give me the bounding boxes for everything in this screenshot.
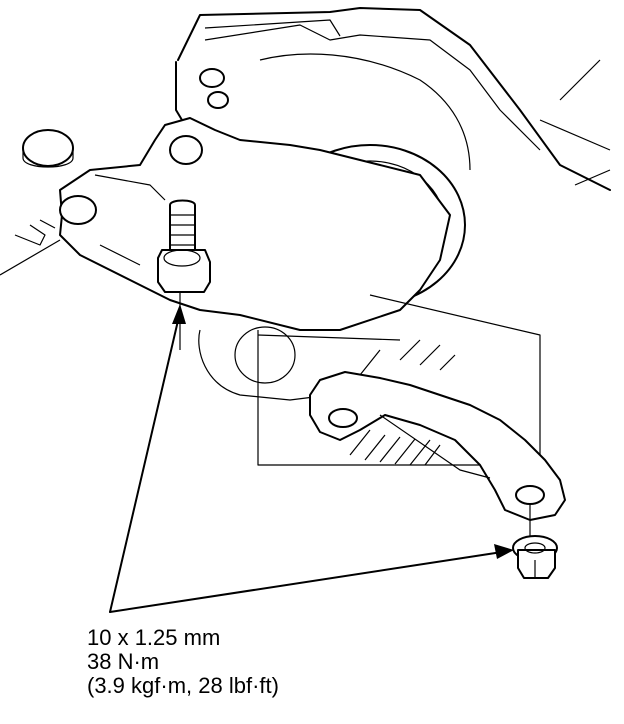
callout-leaders (109, 304, 514, 613)
lower-casting (198, 294, 541, 466)
housing-boss-2 (207, 91, 229, 109)
housing-casting (175, 7, 611, 191)
torque-alt-label: (3.9 kgf·m, 28 lbf·ft) (87, 673, 279, 698)
bracket-hole-top (169, 135, 203, 165)
bracket-hole-end (515, 485, 545, 505)
lower-bracket (309, 371, 566, 540)
torque-spec-callout: 10 x 1.25 mm 38 N·m (3.9 kgf·m, 28 lbf·f… (87, 626, 279, 698)
bracket-hole-left (59, 195, 97, 225)
mounting-bolt (157, 199, 211, 350)
torque-nm-label: 38 N·m (87, 649, 160, 674)
bracket-hole-pivot (328, 408, 358, 428)
washer (22, 129, 74, 167)
flange-nut (512, 535, 558, 579)
bolt-size-label: 10 x 1.25 mm (87, 625, 221, 650)
bolt-head (157, 249, 211, 293)
housing-boss-1 (199, 68, 225, 88)
